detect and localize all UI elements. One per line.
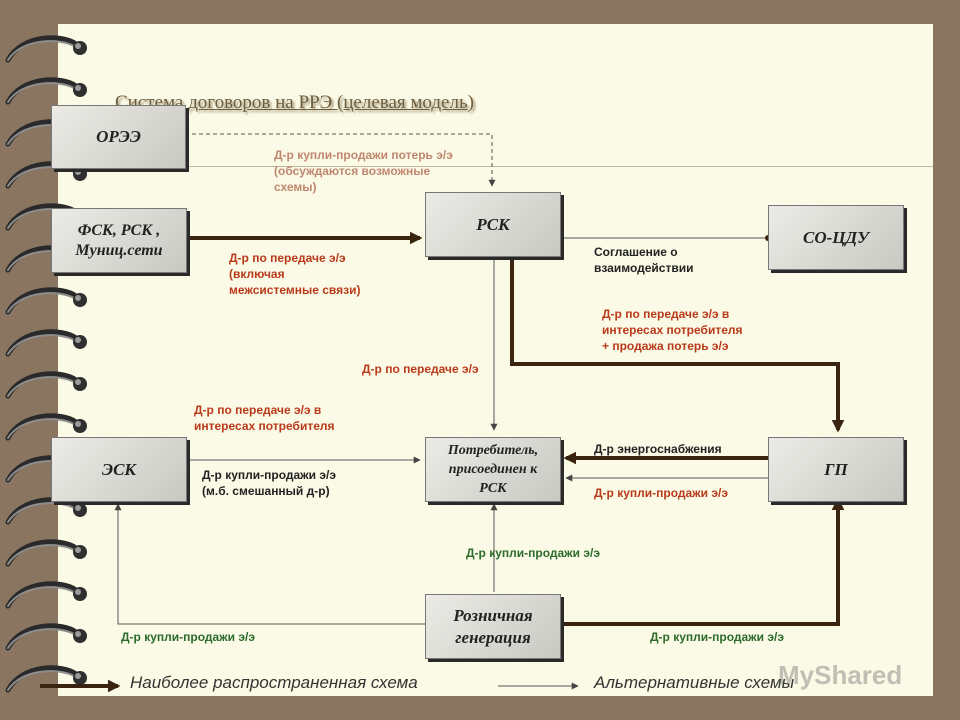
- legend-common: Наиболее распространенная схема: [130, 673, 418, 692]
- label-supply: Д-р энергоснабжения: [594, 442, 722, 456]
- watermark-text: MyShared: [778, 660, 903, 690]
- binding-ring: [5, 581, 87, 609]
- binding-ring: [5, 413, 87, 441]
- box-so: СО-ЦДУ: [768, 205, 904, 270]
- label-retail-gp: Д-р купли-продажи э/э: [650, 630, 784, 644]
- binding-ring: [5, 35, 87, 63]
- legend-alternative: Альтернативные схемы: [594, 673, 795, 692]
- label-agreement: Соглашение о взаимодействии: [594, 245, 694, 275]
- binding-ring: [5, 371, 87, 399]
- box-esk: ЭСК: [51, 437, 187, 502]
- notebook-page: [58, 24, 933, 696]
- box-fsk: ФСК, РСК , Муниц.сети: [51, 208, 187, 273]
- connector-retail-gp: [562, 497, 845, 626]
- label-transfer: Д-р по передаче э/э: [362, 362, 479, 376]
- label-esk-sale: Д-р купли-продажи э/э (м.б. смешанный д-…: [202, 468, 336, 498]
- label-retail-consumer: Д-р купли-продажи э/э: [466, 546, 600, 560]
- box-consumer: Потребитель, присоединен к РСК: [425, 437, 561, 502]
- label-transfer-consumer: Д-р по передаче э/э в интересах потребит…: [194, 403, 335, 433]
- box-gp: ГП: [768, 437, 904, 502]
- slide-title: Система договоров на РРЭ (целевая модель…: [115, 92, 474, 113]
- label-losses-contract: Д-р купли-продажи потерь э/э (обсуждаютс…: [274, 148, 453, 194]
- label-transfer-intersystem: Д-р по передаче э/э (включая межсистемны…: [229, 251, 361, 297]
- binding-ring: [5, 77, 87, 105]
- binding-ring: [5, 665, 87, 693]
- binding-ring: [5, 497, 87, 525]
- binding-ring: [5, 623, 87, 651]
- binding-ring: [5, 329, 87, 357]
- label-retail-esk: Д-р купли-продажи э/э: [121, 630, 255, 644]
- binding-ring: [5, 539, 87, 567]
- box-orae: ОРЭЭ: [51, 105, 186, 169]
- label-gp-sale: Д-р купли-продажи э/э: [594, 486, 728, 500]
- connector-retail-esk: [114, 503, 425, 625]
- connector-rsk-gp: [510, 258, 845, 433]
- page-margin-line: [58, 166, 933, 167]
- watermark: MyShared: [778, 660, 902, 691]
- box-rsk: РСК: [425, 192, 561, 257]
- binding-ring: [5, 287, 87, 315]
- label-transfer-losses: Д-р по передаче э/э в интересах потребит…: [602, 307, 743, 353]
- box-retail: Розничная генерация: [425, 594, 561, 659]
